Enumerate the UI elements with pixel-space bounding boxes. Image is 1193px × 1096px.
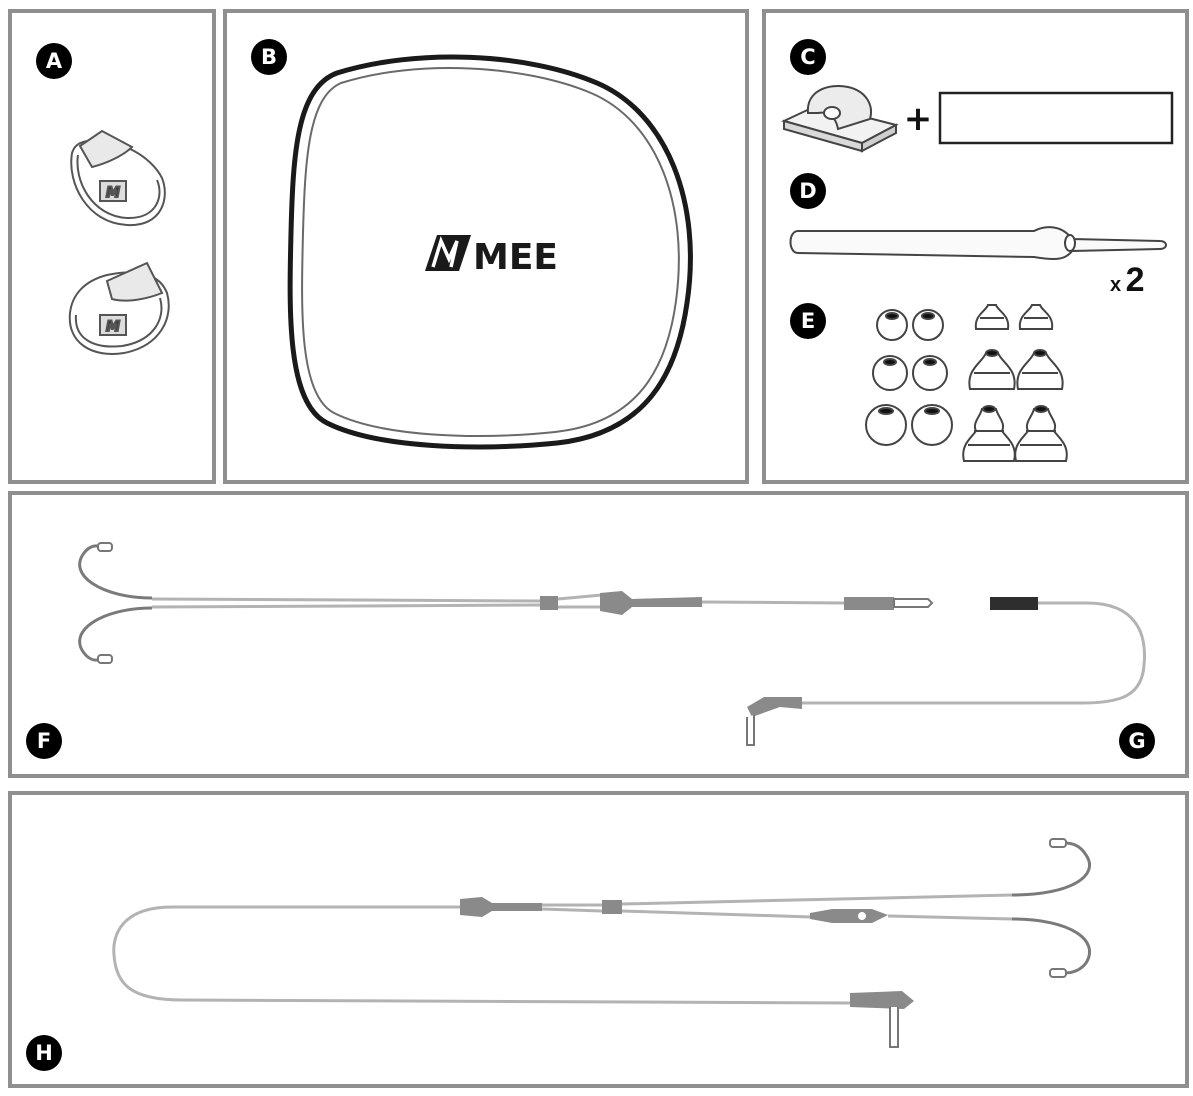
strap-quantity-x: x [1110, 274, 1122, 296]
cable-strap-icon [789, 226, 1167, 260]
case-logo-text: MEE [473, 237, 558, 278]
panel-cde-accessories: C D E + [762, 9, 1189, 484]
case-outline-outer [287, 54, 693, 450]
label-badge-f: F [26, 723, 62, 759]
case-illustration: MEE [287, 54, 693, 450]
label-badge-g: G [1119, 723, 1155, 759]
cable-f [78, 542, 934, 664]
earpiece-illustrations: M M [68, 129, 170, 355]
earpiece-logo-top: M [106, 185, 120, 201]
adhesive-pad [938, 91, 1174, 145]
panel-b-case: B MEE [223, 9, 749, 484]
cable-g [746, 597, 1146, 746]
label-badge-a: A [36, 43, 72, 79]
case-outline-inner [301, 67, 680, 437]
clip-plus-sign: + [904, 99, 933, 139]
ear-tips-flanged [962, 304, 1068, 462]
label-badge-c: C [790, 39, 826, 75]
label-badge-d: D [790, 173, 826, 209]
shirt-clip-icon [781, 85, 899, 153]
cables-fg-illustration [78, 542, 1146, 746]
panel-a-earpieces: A M M [8, 9, 216, 484]
cable-h [112, 838, 1092, 1048]
label-badge-b: B [251, 39, 287, 75]
panel-fg-cables: F G [8, 491, 1189, 778]
accessories-illustration: + [781, 85, 1174, 462]
strap-quantity-count: 2 [1125, 261, 1145, 299]
cable-h-illustration [112, 838, 1092, 1048]
case-logo: MEE [425, 235, 558, 278]
label-badge-h: H [26, 1035, 62, 1071]
earpiece-bottom: M [68, 261, 170, 355]
ear-tips-round [865, 309, 953, 446]
earpiece-logo-bottom: M [106, 319, 120, 335]
panel-h-cable: H [8, 791, 1189, 1088]
strap-quantity: x 2 [1110, 261, 1145, 300]
label-badge-e: E [790, 303, 826, 339]
earpiece-top: M [70, 129, 166, 227]
